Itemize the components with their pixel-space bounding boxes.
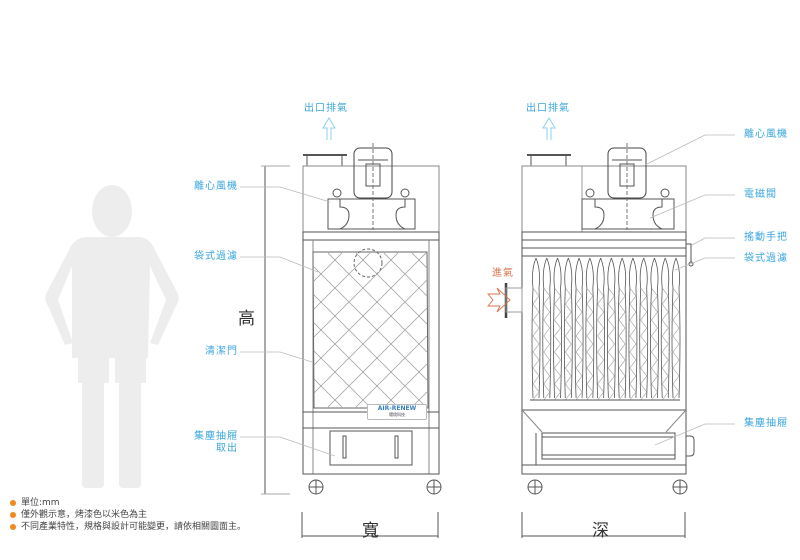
filter-bag [553, 257, 562, 401]
mesh-line [313, 252, 399, 338]
side-outlet-arrow-icon [542, 117, 556, 140]
side-fan-label: 離心風機 [744, 129, 788, 140]
bullet-icon [10, 512, 16, 518]
filter-bag [542, 257, 552, 401]
side-valve-label: 電磁閥 [744, 189, 777, 200]
inlet-label: 進氣 [492, 268, 514, 279]
note-text: 僅外觀示意，烤漆色以米色為主 [21, 510, 148, 520]
side-outlet-label: 出口排氣 [526, 103, 570, 114]
side-bag-filter-label: 袋式過濾 [744, 253, 788, 264]
caster-wheels [308, 479, 442, 495]
filter-bag [596, 257, 606, 401]
front-outlet-label: 出口排氣 [304, 103, 348, 114]
mesh-line [313, 252, 343, 282]
note-text: 不同產業特性，規格與設計可能變更，請依相關圖面主。 [21, 522, 247, 532]
note-item: 單位:mm [10, 497, 246, 509]
mesh-line [383, 252, 428, 297]
filter-bag [617, 257, 627, 401]
bullet-icon [10, 500, 16, 506]
note-text: 單位:mm [21, 498, 60, 508]
inlet-arrow-icon [487, 287, 511, 313]
filter-bag [574, 257, 584, 401]
mesh-line [313, 294, 427, 408]
side-drawer-label: 集塵抽屜 [744, 418, 788, 429]
mesh-line [327, 307, 428, 408]
mesh-line [313, 378, 343, 408]
note-item: 不同產業特性，規格與設計可能變更，請依相關圖面主。 [10, 521, 246, 533]
mesh-line [327, 252, 428, 353]
side-shake-handle-label: 搖動手把 [744, 232, 788, 243]
filter-bag [585, 257, 595, 401]
filter-bag [563, 257, 573, 401]
filter-bag [671, 257, 681, 401]
logo-text: AIR-RENEW [377, 405, 417, 412]
height-dimension-line [261, 165, 290, 495]
height-label: 高 [238, 309, 255, 329]
filter-bag [606, 257, 616, 401]
front-view [302, 117, 442, 495]
human-silhouette [45, 185, 179, 488]
filter-bag [639, 257, 649, 401]
mesh-line [313, 279, 428, 394]
front-leader-lines [240, 186, 336, 457]
notes-list: 單位:mm 僅外觀示意，烤漆色以米色為主 不同產業特性，規格與設計可能變更，請依… [10, 497, 246, 533]
width-dimension-line [301, 512, 439, 538]
front-filter-bag [312, 248, 429, 409]
mesh-line [313, 252, 427, 366]
side-filter-bags [531, 257, 681, 401]
front-clean-door-label: 清潔門 [205, 346, 238, 357]
mesh-line [355, 252, 428, 325]
front-fan-label: 離心風機 [194, 181, 238, 192]
side-drawer [541, 432, 676, 460]
filter-bag [531, 257, 541, 401]
filter-bag [650, 257, 659, 401]
front-drawer-label-2: 取出 [216, 443, 238, 454]
mesh-line [411, 252, 428, 269]
mesh-line [313, 252, 371, 310]
mesh-line [313, 266, 428, 381]
outlet-arrow-icon [322, 117, 336, 140]
note-item: 僅外觀示意，烤漆色以米色為主 [10, 509, 246, 521]
side-leader-lines [644, 134, 735, 446]
air-renew-logo: AIR-RENEW 環境科技 [367, 404, 427, 420]
filter-bag [628, 257, 638, 401]
filter-bag [660, 257, 670, 401]
depth-dimension-line [521, 512, 686, 538]
mesh-line [313, 322, 399, 408]
mesh-line [313, 350, 371, 408]
front-filter-mesh [313, 252, 428, 408]
front-drawer-label: 集塵抽屜 [194, 431, 238, 442]
mesh-line [355, 335, 428, 408]
side-view [487, 117, 695, 495]
logo-subtext: 環境科技 [389, 412, 405, 417]
width-label: 寬 [362, 521, 379, 541]
mesh-line [383, 363, 428, 408]
front-bag-filter-label: 袋式過濾 [194, 251, 238, 262]
front-drawer [329, 430, 413, 466]
depth-label: 深 [592, 521, 609, 541]
bullet-icon [10, 524, 16, 530]
